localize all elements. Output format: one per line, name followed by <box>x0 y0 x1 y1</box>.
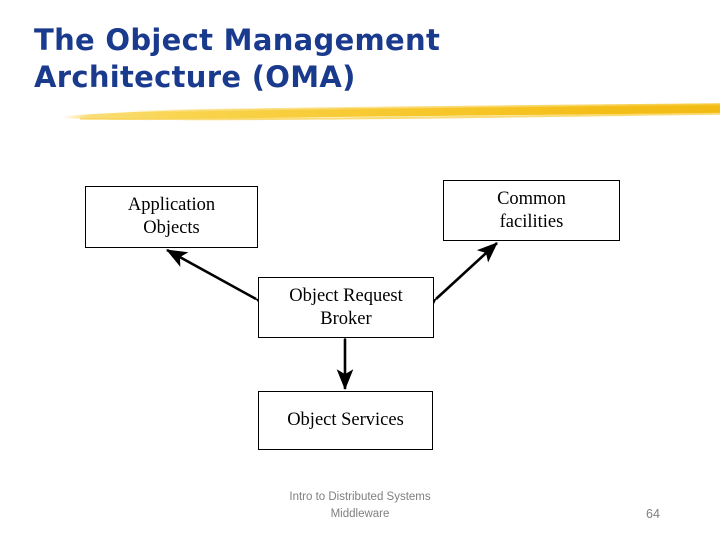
slide-title: The Object Management Architecture (OMA) <box>34 23 441 94</box>
page-number: 64 <box>646 507 660 521</box>
connector-orb-common-facilities <box>415 242 498 319</box>
node-application-objects[interactable]: Application Objects <box>85 186 258 248</box>
footer-text: Intro to Distributed Systems Middleware <box>289 491 431 520</box>
node-object-services[interactable]: Object Services <box>258 391 433 450</box>
connector-orb-application-objects <box>166 248 278 316</box>
node-common-facilities[interactable]: Common facilities <box>443 180 620 241</box>
node-object-request-broker[interactable]: Object Request Broker <box>258 277 434 338</box>
